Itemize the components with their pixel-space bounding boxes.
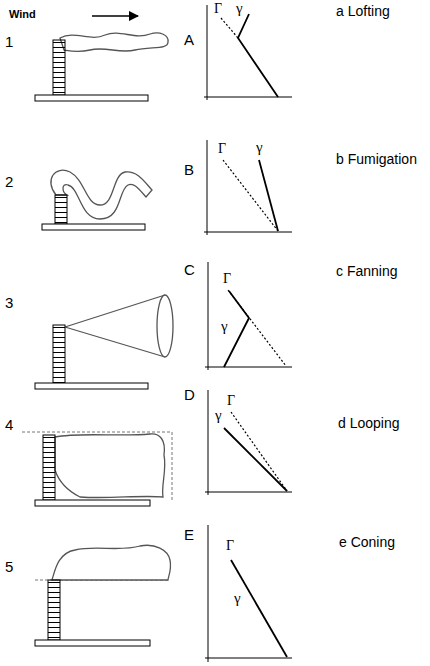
adiabatic-line xyxy=(221,18,238,38)
symbol-label: Γ xyxy=(222,271,232,286)
stability-label: b Fumigation xyxy=(335,152,418,167)
ground xyxy=(35,383,148,389)
symbol-label: γ xyxy=(220,318,229,335)
plume xyxy=(55,434,165,498)
wind-arrow xyxy=(92,15,138,17)
graph-letter: A xyxy=(183,32,195,49)
row-number: 4 xyxy=(4,417,14,434)
plume-end xyxy=(157,295,173,357)
graph-axes xyxy=(205,390,292,495)
inversion-lid xyxy=(22,432,172,500)
ground xyxy=(42,224,145,230)
graph-letter: B xyxy=(183,162,195,179)
symbol-label: Γ xyxy=(226,393,236,408)
stability-label: d Looping xyxy=(337,416,401,431)
ground xyxy=(35,640,150,646)
lapse-rate-line xyxy=(259,160,278,231)
stability-label: e Coning xyxy=(338,535,396,550)
symbol-label: γ xyxy=(235,0,244,17)
plume xyxy=(52,545,171,580)
graph-axes xyxy=(204,140,292,235)
symbol-label: Γ xyxy=(213,1,223,16)
lapse-rate-line xyxy=(224,428,287,491)
stack xyxy=(48,580,60,640)
plume xyxy=(60,33,168,52)
lapse-rate-line xyxy=(238,14,278,97)
adiabatic-line xyxy=(223,160,278,231)
symbol-label: γ xyxy=(255,139,264,156)
graph-letter: C xyxy=(183,262,196,279)
stability-label: c Fanning xyxy=(335,264,398,279)
ground xyxy=(35,95,148,101)
stability-label: a Lofting xyxy=(335,4,391,19)
row-number: 5 xyxy=(4,559,14,576)
row-number: 1 xyxy=(4,34,14,51)
symbol-label: γ xyxy=(233,590,242,607)
ground xyxy=(35,500,150,506)
graph-axes xyxy=(205,525,292,662)
symbol-label: Γ xyxy=(225,538,235,553)
stack xyxy=(55,195,67,224)
graph-axes xyxy=(204,5,292,100)
graph-letter: E xyxy=(183,527,195,544)
plume-cone xyxy=(65,295,165,357)
stack xyxy=(53,40,65,95)
symbol-label: Γ xyxy=(217,141,227,156)
stack xyxy=(53,325,65,383)
graph-letter: D xyxy=(183,387,196,404)
adiabatic-line xyxy=(231,412,287,491)
lapse-rate-line xyxy=(231,560,287,657)
row-number: 3 xyxy=(4,295,14,312)
row-number: 2 xyxy=(4,174,14,191)
graph-axes xyxy=(205,262,292,370)
symbol-label: γ xyxy=(214,407,223,424)
wind-label: Wind xyxy=(8,8,37,20)
stack xyxy=(43,435,55,500)
lapse-rate-line xyxy=(224,291,249,367)
